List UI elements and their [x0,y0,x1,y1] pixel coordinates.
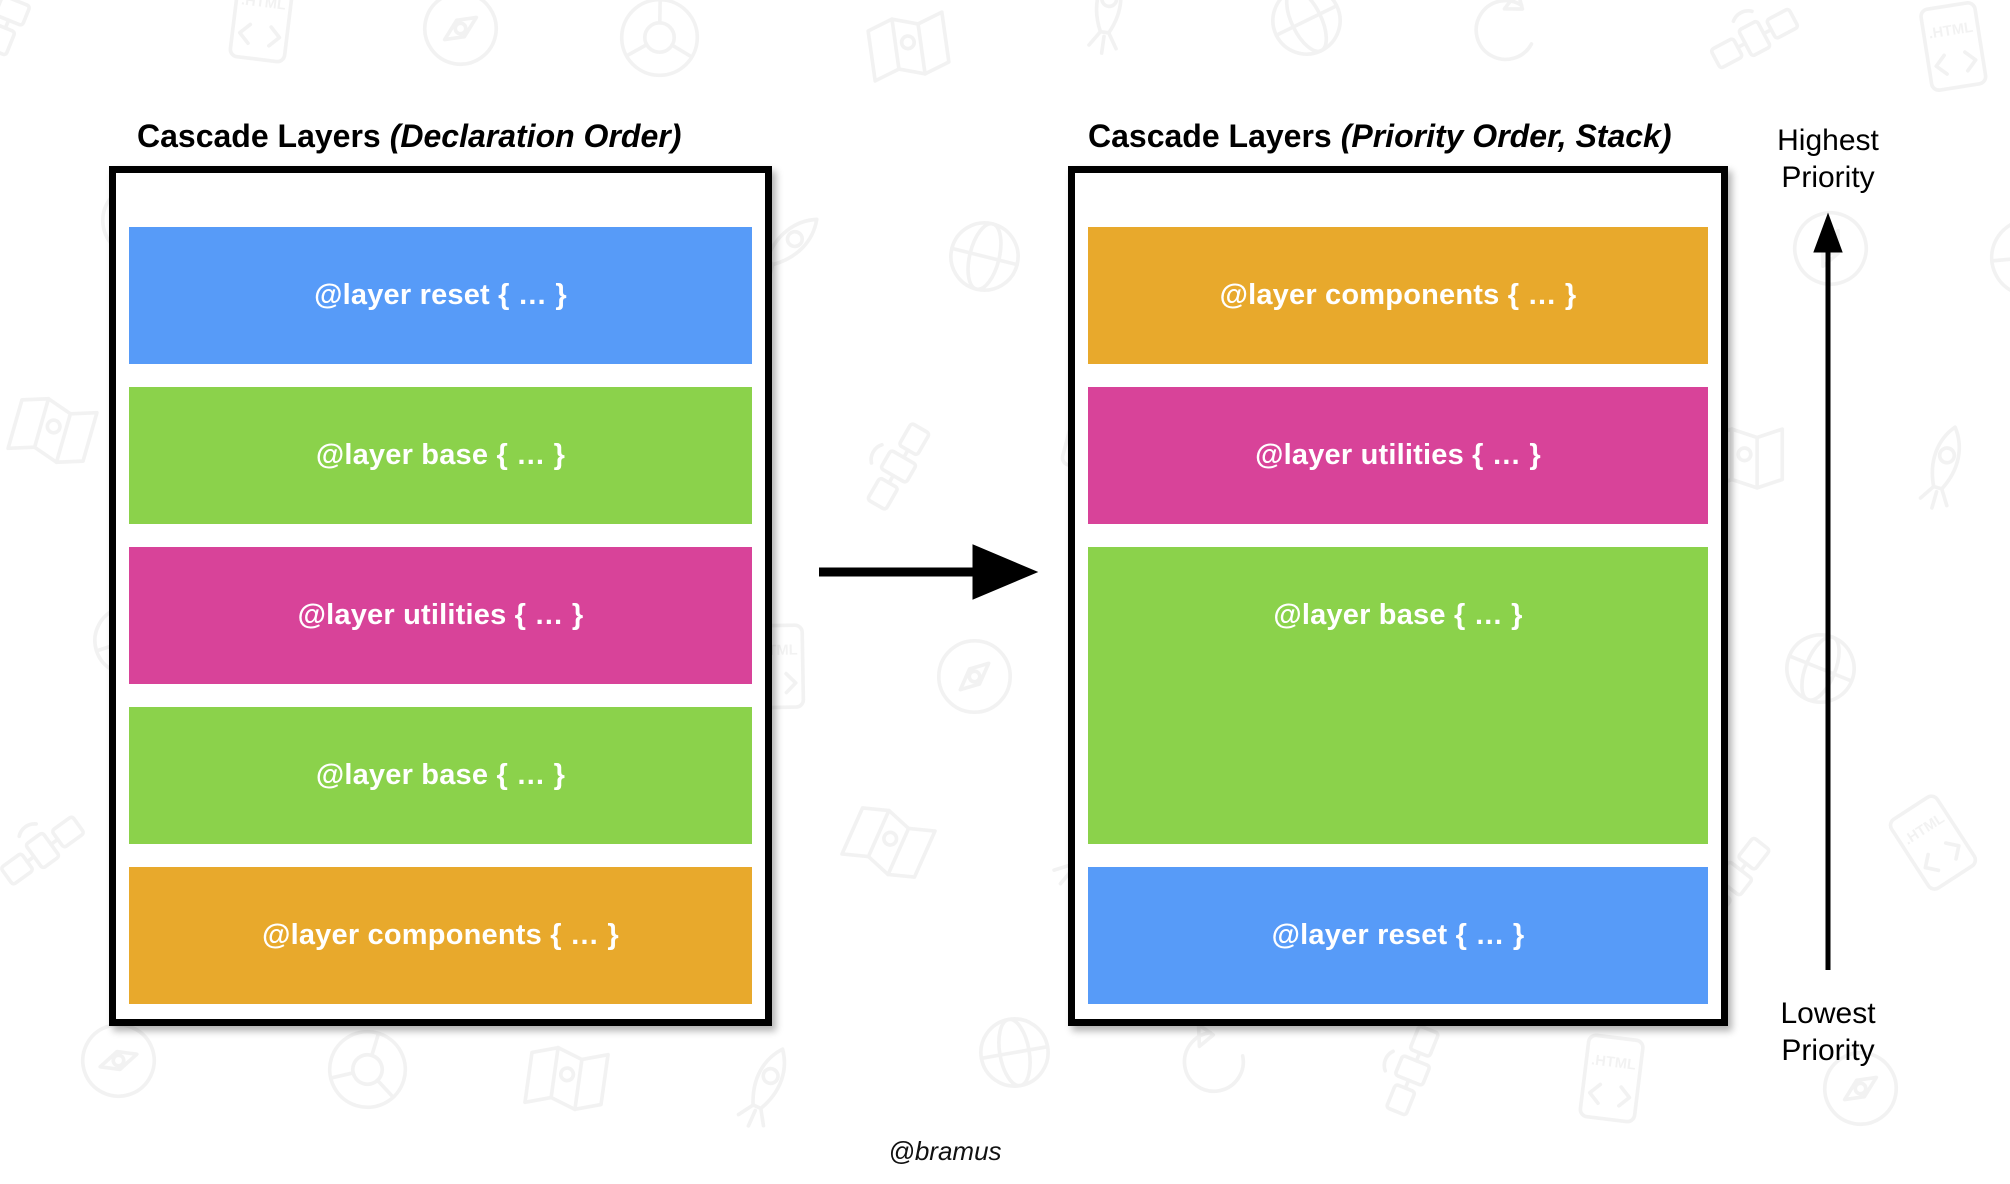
layer-bar-label: @layer components { … } [262,919,619,951]
satellite-icon [1692,0,1817,101]
layer-bar-label: @layer utilities { … } [1255,439,1541,471]
layer-bar-utilities: @layer utilities { … } [129,547,752,684]
map-icon [849,0,968,106]
priority-order-panel: @layer components { … } @layer utilities … [1068,166,1728,1026]
map-icon [507,1019,626,1138]
layer-bar-reset: @layer reset { … } [1088,867,1708,1004]
attribution-handle: @bramus [888,1136,1002,1166]
layer-bar-label: @layer base { … } [315,759,566,791]
layer-bar-components: @layer components { … } [1088,227,1708,364]
rocket-icon [712,1034,819,1141]
lowest-priority-label: Lowest Priority [1780,997,1876,1067]
declaration-order-panel: @layer reset { … } @layer base { … } @laye… [109,166,772,1026]
right-title-main: Cascade Layers [1088,118,1332,154]
svg-text:.HTML: .HTML [1901,811,1947,849]
html-file-icon: .HTML [1898,0,2008,103]
globe-icon [954,992,1076,1114]
refresh-swirl-icon [1438,0,1574,97]
svg-text:.HTML: .HTML [1590,1052,1637,1073]
layer-bar-base: @layer base { … } [129,387,752,524]
refresh-swirl-icon [2007,615,2010,741]
priority-order-bars: @layer components { … } @layer utilities … [1088,227,1708,1004]
compass-icon [400,0,522,89]
right-panel-title: Cascade Layers(Priority Order, Stack) [1088,116,1672,156]
globe-icon [1236,0,1376,91]
satellite-icon [0,0,84,82]
left-panel-title: Cascade Layers(Declaration Order) [137,116,681,156]
svg-text:.HTML: .HTML [240,0,287,14]
right-title-qualifier: (Priority Order, Stack) [1340,118,1672,154]
layer-bar-label: @layer base { … } [315,439,566,471]
compass-icon [920,622,1029,731]
declaration-order-bars: @layer reset { … } @layer base { … } @laye… [129,227,752,1004]
rocket-icon [1883,407,2003,527]
html-file-icon: .HTML [195,0,328,86]
satellite-icon [0,794,99,906]
satellite-icon [831,399,966,534]
left-title-main: Cascade Layers [137,118,381,154]
html-file-icon: .HTML [1866,776,2002,912]
layer-bar-label: @layer reset { … } [314,279,567,311]
highest-priority-label: Highest Priority [1777,124,1879,194]
chrome-icon [606,0,713,91]
layer-bar-label: @layer base { … } [1273,599,1523,631]
globe-icon [921,193,1048,320]
map-icon [0,366,117,496]
rocket-icon [1042,0,1173,77]
html-file-icon: .HTML [1545,1013,1678,1146]
left-title-qualifier: (Declaration Order) [389,118,682,154]
layer-bar-reset: @layer reset { … } [129,227,752,364]
layer-bar-base: @layer base { … } [1088,547,1708,844]
chrome-icon [2006,1000,2010,1107]
layer-bar-components: @layer components { … } [129,867,752,1004]
layer-bar-label: @layer components { … } [1219,279,1577,311]
layer-bar-label: @layer utilities { … } [297,599,584,631]
layer-bar-utilities: @layer utilities { … } [1088,387,1708,524]
layer-bar-base: @layer base { … } [129,707,752,844]
chrome-icon [1960,188,2010,328]
flow-arrow-icon [819,544,1039,600]
svg-text:.HTML: .HTML [1927,20,1974,43]
priority-axis-arrow-icon [1813,212,1843,970]
layer-bar-label: @layer reset { … } [1271,919,1525,951]
map-icon [819,773,958,912]
